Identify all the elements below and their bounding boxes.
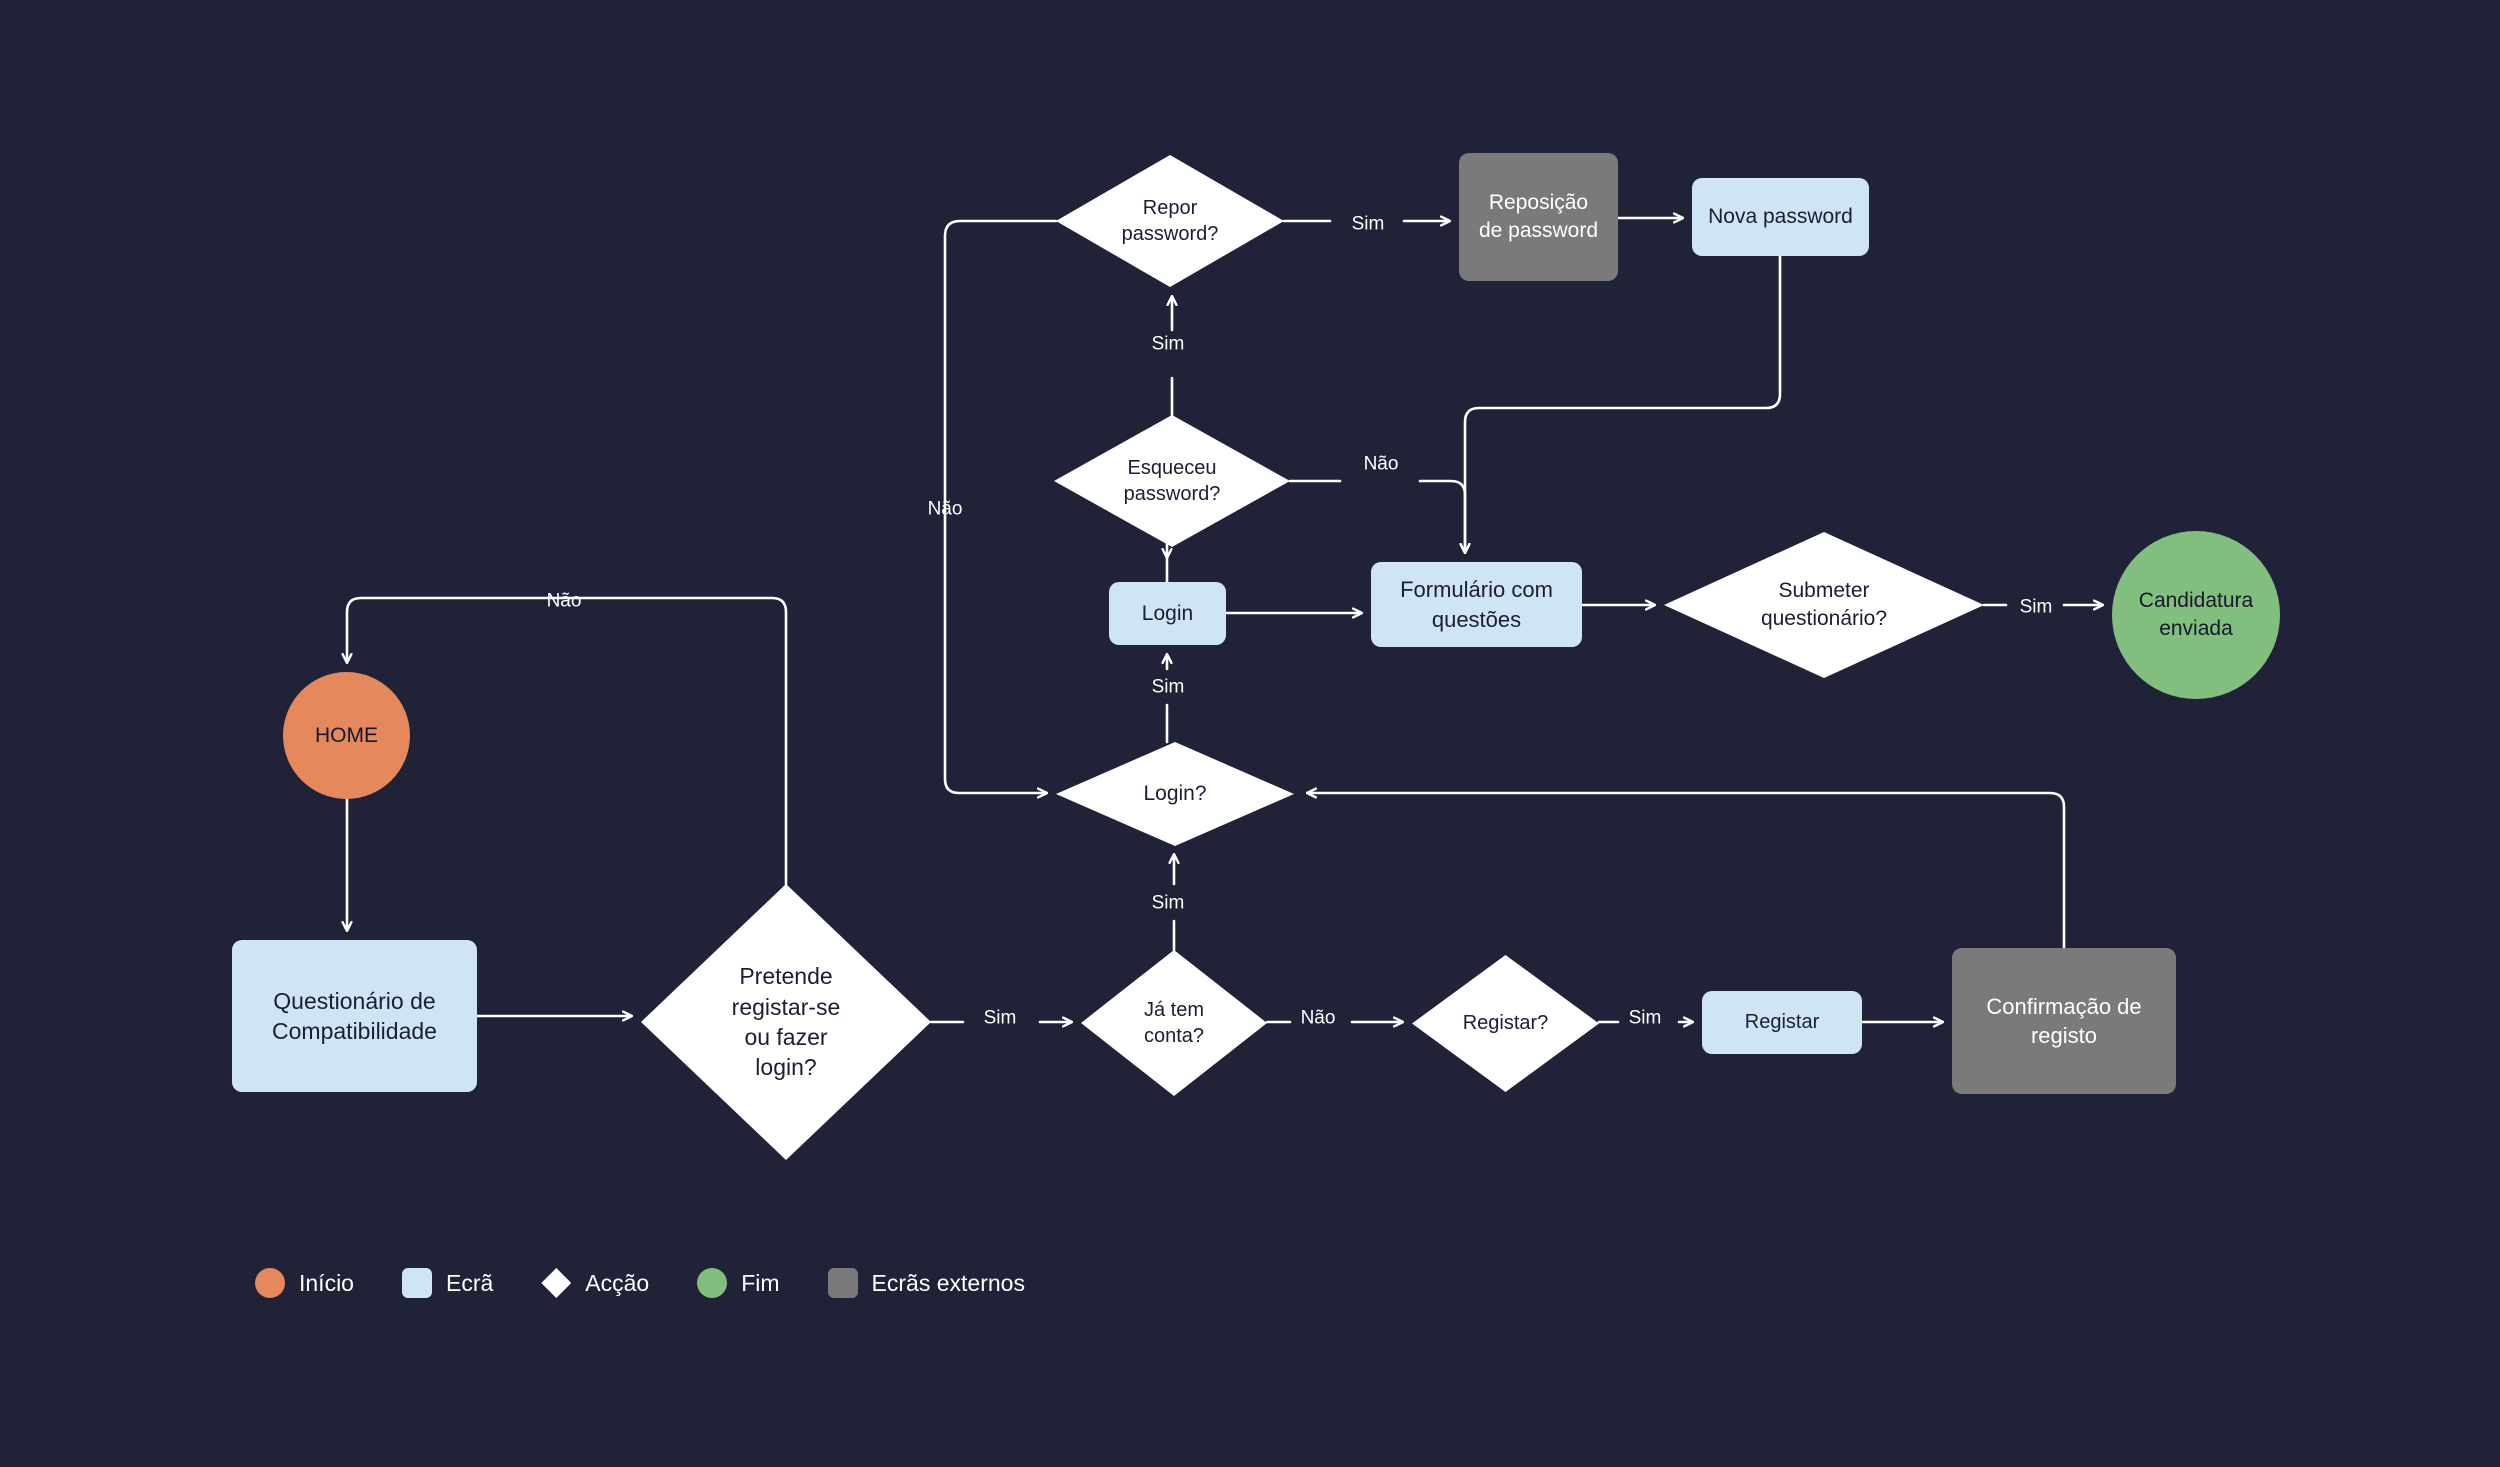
edge-label-lbl-sim-pretende: Sim — [983, 1007, 1017, 1029]
node-registar_q[interactable]: Registar? — [1412, 955, 1599, 1092]
node-label-esqueceu: Esqueceu password? — [1123, 456, 1221, 505]
node-formulario[interactable]: Formulário com questões — [1371, 562, 1582, 647]
edge-repor-nao-to-loginq — [943, 219, 1058, 793]
node-login_q[interactable]: Login? — [1056, 742, 1294, 846]
node-label-confirm: Confirmação de registo — [1986, 993, 2142, 1048]
legend-item-accao: Acção — [541, 1268, 649, 1298]
legend-swatch-accao-icon — [541, 1268, 572, 1298]
node-repor[interactable]: Repor password? — [1056, 155, 1284, 287]
node-label-reposicao: Reposição de password — [1478, 191, 1599, 242]
edge-label-lbl-nao-esqueceu: Não — [1363, 453, 1399, 475]
legend-swatch-fim-icon — [697, 1268, 728, 1298]
node-label-formulario: Formulário com questões — [1400, 577, 1553, 632]
node-label-quest: Questionário de Compatibilidade — [272, 987, 437, 1044]
node-label-repor: Repor password? — [1121, 196, 1219, 245]
edge-label-lbl-sim-submeter: Sim — [2019, 596, 2053, 618]
node-confirm[interactable]: Confirmação de registo — [1952, 948, 2176, 1094]
node-reposicao[interactable]: Reposição de password — [1459, 153, 1618, 281]
node-esqueceu[interactable]: Esqueceu password? — [1054, 415, 1290, 547]
edge-label-lbl-nao-repor: Não — [927, 498, 963, 520]
node-label-submeter: Submeter questionário? — [1760, 579, 1888, 630]
edge-label-lbl-sim-repor: Sim — [1351, 213, 1385, 235]
node-pretende[interactable]: Pretende registar-se ou fazer login? — [641, 884, 931, 1160]
node-label-login_q: Login? — [1143, 782, 1207, 806]
node-home[interactable]: HOME — [283, 672, 410, 799]
legend-label-accao: Acção — [585, 1269, 650, 1296]
edge-label-lbl-sim-registarq: Sim — [1628, 1007, 1662, 1029]
edge-esqueceu-nao-to-formulario — [1288, 479, 1465, 552]
node-registar[interactable]: Registar — [1702, 991, 1862, 1054]
node-label-pretende: Pretende registar-se ou fazer login? — [731, 963, 841, 1081]
node-label-login: Login — [1141, 601, 1194, 625]
legend-swatch-ecras-externos-icon — [827, 1268, 858, 1298]
edge-label-lbl-nao-jatem: Não — [1300, 1007, 1336, 1029]
legend-item-inicio: Início — [255, 1268, 354, 1298]
legend-swatch-inicio-icon — [255, 1268, 285, 1298]
edge-label-lbl-nao-pretende: Não — [546, 590, 582, 612]
edge-label-lbl-sim-esqueceu: Sim — [1151, 333, 1185, 355]
node-quest[interactable]: Questionário de Compatibilidade — [232, 940, 477, 1092]
node-label-novapass: Nova password — [1708, 205, 1853, 229]
legend-label-ecra: Ecrã — [445, 1269, 494, 1296]
node-label-registar_q: Registar? — [1462, 1012, 1549, 1035]
legend-item-ecras-externos: Ecrãs externos — [827, 1268, 1025, 1298]
edge-novapassword-to-formulario — [1465, 254, 1782, 552]
node-jatem[interactable]: Já tem conta? — [1081, 950, 1267, 1096]
legend-label-fim: Fim — [741, 1269, 780, 1296]
edge-pretende-nao-to-home — [347, 596, 788, 886]
node-label-registar: Registar — [1744, 1011, 1820, 1034]
node-novapass[interactable]: Nova password — [1692, 178, 1869, 256]
legend-label-ecras-externos: Ecrãs externos — [871, 1269, 1025, 1296]
legend-swatch-ecra-icon — [401, 1268, 432, 1298]
node-candidatura[interactable]: Candidatura enviada — [2112, 531, 2280, 699]
node-label-candidatura: Candidatura enviada — [2138, 589, 2254, 640]
legend: Início Ecrã Acção Fim Ecrãs externos — [255, 1268, 1073, 1298]
legend-item-fim: Fim — [697, 1268, 780, 1298]
node-submeter[interactable]: Submeter questionário? — [1664, 532, 1984, 678]
edge-label-lbl-sim-loginq: Sim — [1151, 676, 1185, 698]
edge-label-lbl-sim-jatem: Sim — [1151, 892, 1185, 914]
legend-label-inicio: Início — [299, 1269, 354, 1296]
edge-confirmacao-to-loginq — [1308, 793, 2066, 950]
node-label-home: HOME — [315, 723, 378, 747]
node-login[interactable]: Login — [1109, 582, 1226, 645]
legend-item-ecra: Ecrã — [401, 1268, 494, 1298]
node-label-jatem: Já tem conta? — [1143, 998, 1205, 1047]
